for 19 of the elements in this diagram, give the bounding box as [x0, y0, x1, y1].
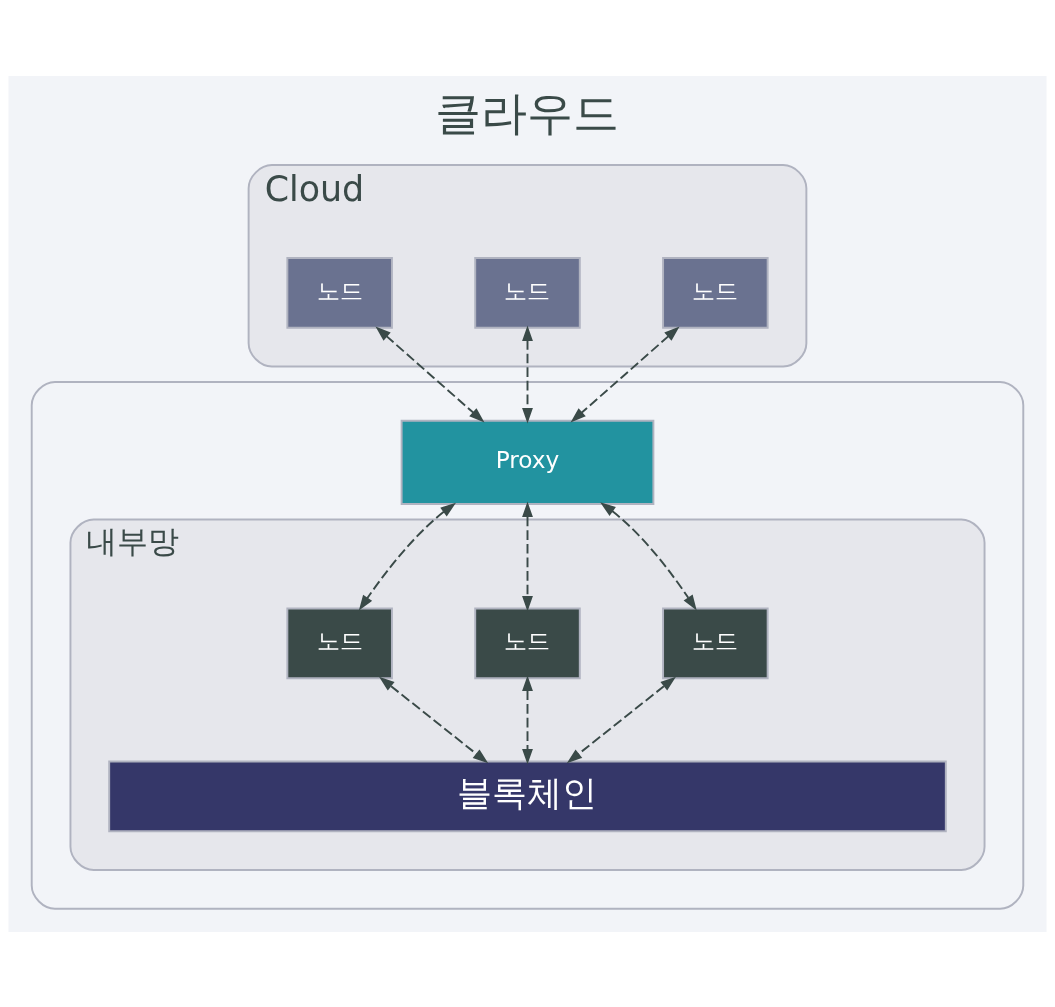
arrow [379, 676, 489, 763]
node-box: 노드 [286, 256, 393, 329]
node-box: 블록체인 [108, 760, 947, 832]
node-box: 노드 [662, 256, 769, 329]
arrow [566, 676, 676, 763]
node-box: 노드 [286, 607, 393, 679]
arrow [522, 324, 533, 423]
arrow [522, 501, 533, 611]
node-box: 노드 [662, 607, 769, 679]
diagram-title: 클라우드 [435, 85, 620, 140]
arrow [358, 502, 456, 611]
cluster [30, 380, 1025, 910]
arrow [600, 501, 697, 611]
node-box: Proxy [400, 419, 655, 505]
arrow [570, 325, 680, 422]
node-box: 노드 [474, 256, 581, 329]
node-box: 노드 [474, 607, 581, 679]
arrow [375, 325, 485, 422]
arrow [522, 675, 533, 764]
